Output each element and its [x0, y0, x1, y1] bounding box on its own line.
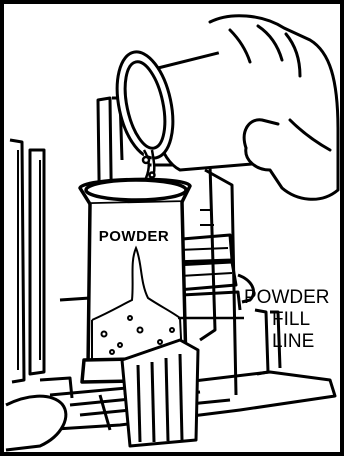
corner-arm — [6, 396, 66, 450]
ribbed-base — [122, 340, 198, 446]
hopper-label: POWDER — [97, 228, 171, 245]
callout-line-2: FILL — [244, 309, 342, 331]
callout-line-3: LINE — [244, 331, 342, 353]
powder-fill-line-callout: POWDER FILL LINE — [244, 287, 342, 353]
hand-with-jar — [108, 16, 338, 200]
callout-line-1: POWDER — [244, 287, 342, 309]
